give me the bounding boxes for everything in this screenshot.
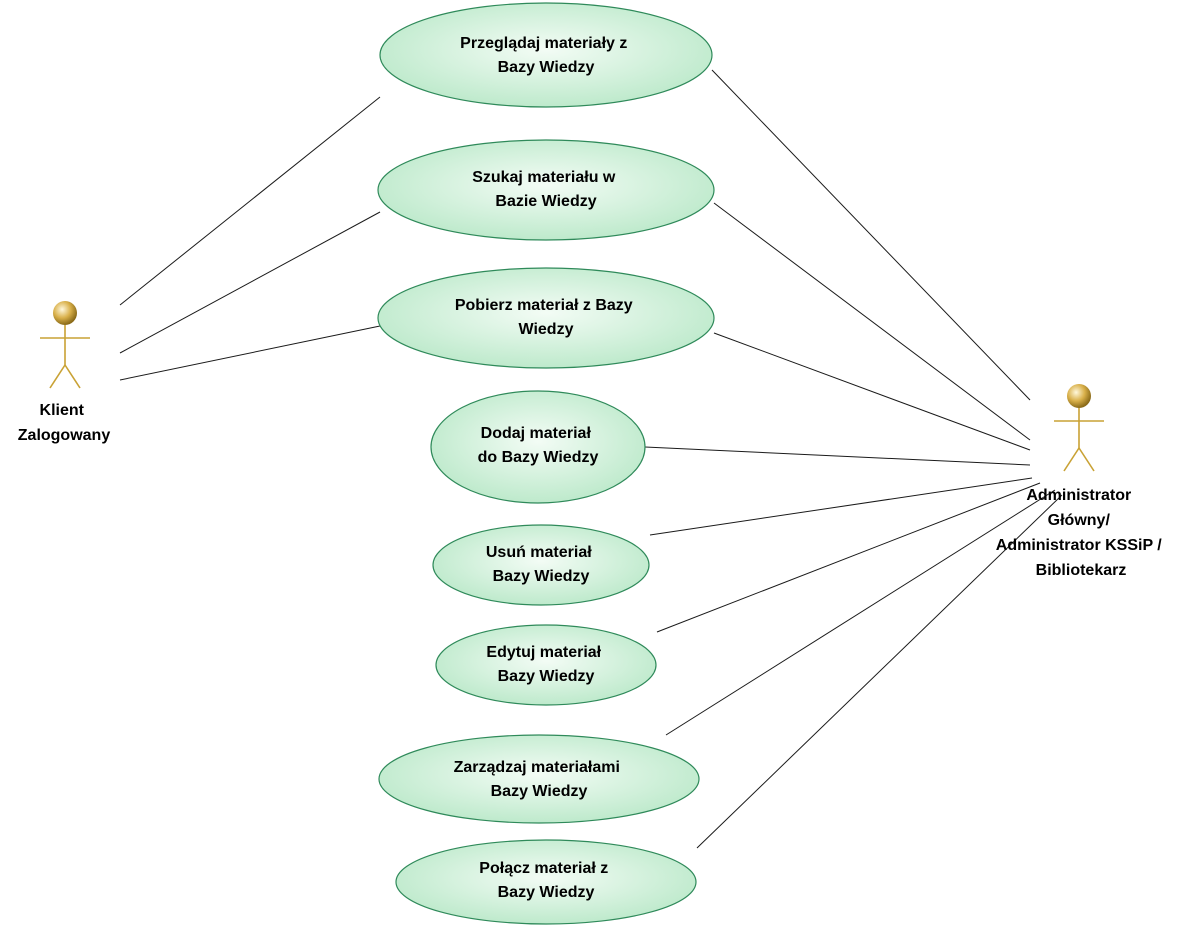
assoc-admin-browse bbox=[711, 69, 1031, 401]
actor-client-label: Klient Zalogowany bbox=[18, 402, 111, 444]
assoc-admin-add bbox=[644, 446, 1031, 466]
use-case-ellipse bbox=[377, 267, 715, 369]
use-case-label: Zarządzaj materiałami Bazy Wiedzy bbox=[454, 759, 625, 800]
actor-admin-label-line: Bibliotekarz bbox=[1036, 562, 1127, 579]
use-case-label: Przeglądaj materiały z Bazy Wiedzy bbox=[460, 35, 632, 76]
use-case-label-line: Usuń materiał bbox=[486, 544, 592, 561]
use-case-label-line: Bazy Wiedzy bbox=[498, 668, 595, 685]
use-case-label-line: Wiedzy bbox=[519, 321, 574, 338]
use-case-label-line: Edytuj materiał bbox=[486, 644, 601, 661]
use-case-label: Dodaj materiał do Bazy Wiedzy bbox=[478, 425, 599, 466]
use-case-manage[interactable]: Zarządzaj materiałami Bazy Wiedzy bbox=[378, 734, 700, 824]
actor-admin-head bbox=[1067, 384, 1091, 408]
actor-admin-label: Administrator Główny/ Administrator KSSi… bbox=[996, 487, 1166, 579]
assoc-admin-link bbox=[696, 494, 1063, 849]
use-case-browse[interactable]: Przeglądaj materiały z Bazy Wiedzy bbox=[379, 2, 713, 108]
use-case-ellipse bbox=[430, 390, 646, 504]
use-case-link[interactable]: Połącz materiał z Bazy Wiedzy bbox=[395, 839, 697, 925]
use-case-label: Pobierz materiał z Bazy Wiedzy bbox=[455, 297, 637, 338]
actor-client[interactable]: Klient Zalogowany bbox=[18, 301, 111, 444]
assoc-client-search bbox=[119, 211, 381, 354]
use-case-ellipse bbox=[379, 2, 713, 108]
use-case-ellipse bbox=[378, 734, 700, 824]
actor-client-icon bbox=[40, 325, 90, 389]
use-case-label-line: Bazy Wiedzy bbox=[498, 884, 595, 901]
use-case-label-line: Dodaj materiał bbox=[481, 425, 592, 442]
use-case-download[interactable]: Pobierz materiał z Bazy Wiedzy bbox=[377, 267, 715, 369]
use-case-label-line: Bazy Wiedzy bbox=[493, 568, 590, 585]
use-case-label-line: Bazy Wiedzy bbox=[491, 783, 588, 800]
assoc-admin-download bbox=[713, 332, 1031, 451]
actor-admin-icon bbox=[1054, 408, 1104, 472]
use-case-label-line: do Bazy Wiedzy bbox=[478, 449, 599, 466]
use-case-edit[interactable]: Edytuj materiał Bazy Wiedzy bbox=[435, 624, 657, 706]
use-case-label-line: Szukaj materiału w bbox=[472, 169, 616, 186]
actor-client-head bbox=[53, 301, 77, 325]
use-case-ellipse bbox=[377, 139, 715, 241]
assoc-admin-delete bbox=[649, 477, 1033, 536]
use-case-label-line: Bazie Wiedzy bbox=[495, 193, 596, 210]
use-case-label-line: Zarządzaj materiałami bbox=[454, 759, 620, 776]
assoc-admin-manage bbox=[665, 489, 1056, 736]
use-case-search[interactable]: Szukaj materiału w Bazie Wiedzy bbox=[377, 139, 715, 241]
use-case-label: Usuń materiał Bazy Wiedzy bbox=[486, 544, 596, 585]
use-case-label: Połącz materiał z Bazy Wiedzy bbox=[479, 860, 612, 901]
use-case-label-line: Przeglądaj materiały z bbox=[460, 35, 627, 52]
use-case-ellipse bbox=[432, 524, 650, 606]
assoc-admin-edit bbox=[656, 482, 1041, 633]
use-case-label: Edytuj materiał Bazy Wiedzy bbox=[486, 644, 605, 685]
use-case-label-line: Bazy Wiedzy bbox=[498, 59, 595, 76]
assoc-admin-search bbox=[713, 202, 1031, 441]
use-case-label-line: Połącz materiał z bbox=[479, 860, 608, 877]
use-case-add[interactable]: Dodaj materiał do Bazy Wiedzy bbox=[430, 390, 646, 504]
use-case-label: Szukaj materiału w Bazie Wiedzy bbox=[472, 169, 620, 210]
use-case-delete[interactable]: Usuń materiał Bazy Wiedzy bbox=[432, 524, 650, 606]
actor-client-label-line: Klient bbox=[40, 402, 85, 419]
actor-admin-label-line: Administrator KSSiP / bbox=[996, 537, 1163, 554]
actor-admin-label-line: Główny/ bbox=[1048, 512, 1111, 529]
actor-admin-label-line: Administrator bbox=[1026, 487, 1131, 504]
use-case-ellipse bbox=[435, 624, 657, 706]
assoc-client-download bbox=[119, 325, 381, 381]
actor-client-label-line: Zalogowany bbox=[18, 427, 111, 444]
use-case-label-line: Pobierz materiał z Bazy bbox=[455, 297, 633, 314]
actor-admin[interactable]: Administrator Główny/ Administrator KSSi… bbox=[996, 384, 1166, 579]
assoc-client-browse bbox=[119, 96, 381, 306]
client-associations bbox=[119, 96, 381, 381]
admin-associations bbox=[644, 69, 1063, 849]
use-case-ellipse bbox=[395, 839, 697, 925]
